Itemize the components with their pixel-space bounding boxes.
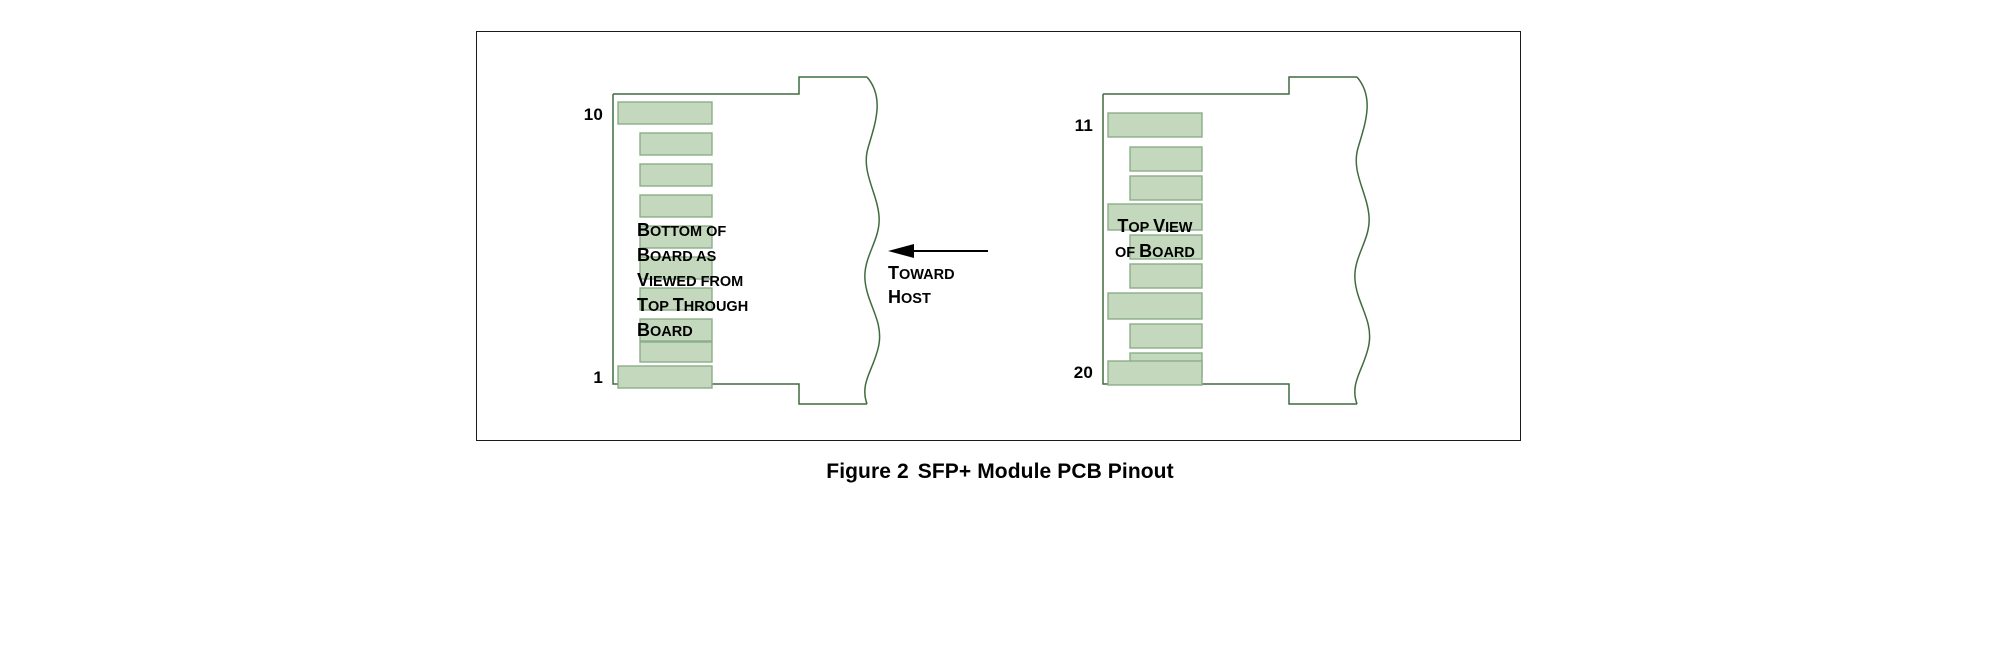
pad-17[interactable] [1107, 292, 1203, 320]
note-line-3: VIEWED FROM [637, 270, 744, 291]
pad-18[interactable] [1129, 323, 1203, 349]
board-note-top-view: TOP VIEW OF BOARD [1115, 214, 1195, 264]
pad-9[interactable] [639, 132, 713, 156]
pad-4[interactable] [639, 287, 713, 311]
pad-16[interactable] [1129, 263, 1203, 289]
pad-14[interactable] [1107, 203, 1203, 231]
figure-frame: 10 1 BOTTOM OF BOARD AS VIEWED FROM TOP … [476, 31, 1521, 441]
pad-1[interactable] [617, 365, 713, 389]
note-line-2: BOARD AS [637, 245, 717, 266]
pad-group [617, 101, 713, 389]
pad-13[interactable] [1129, 175, 1203, 201]
pcb-board-outline-right [1102, 76, 1371, 405]
note-line-4: TOP THROUGH [637, 295, 749, 316]
board-break-line [864, 76, 881, 405]
pin-label-top-right: 11 [1074, 116, 1093, 135]
note-line-5: BOARD [637, 320, 693, 341]
pad-20[interactable] [1107, 360, 1203, 386]
toward-host-line-1: TOWARD [888, 263, 955, 283]
pad-3[interactable] [639, 318, 713, 342]
board-edge-top [613, 76, 867, 95]
pcb-board-outline-left [612, 76, 881, 405]
note-line-2: OF BOARD [1115, 241, 1195, 262]
pad-10[interactable] [617, 101, 713, 125]
board-edge-bottom [612, 94, 867, 405]
pad-12[interactable] [1129, 146, 1203, 172]
figure-caption-number: Figure 2 [826, 460, 909, 483]
board-note-bottom-view: BOTTOM OF BOARD AS VIEWED FROM TOP THROU… [637, 218, 748, 343]
pad-5[interactable] [639, 256, 713, 280]
pad-8[interactable] [639, 163, 713, 187]
pin-label-bottom-left: 1 [593, 368, 603, 387]
pad-11[interactable] [1107, 112, 1203, 138]
toward-host-label: TOWARD HOST [888, 262, 1008, 310]
toward-host-line-2: HOST [888, 286, 931, 307]
pin-label-bottom-right: 20 [1073, 363, 1093, 382]
pad-15[interactable] [1129, 234, 1203, 260]
pad-group [1107, 112, 1203, 386]
toward-host-annotation: TOWARD HOST [888, 244, 1008, 310]
toward-host-arrow-icon [888, 244, 988, 258]
pcb-panel-bottom-view: 10 1 BOTTOM OF BOARD AS VIEWED FROM TOP … [477, 32, 897, 440]
note-line-1: BOTTOM OF [637, 220, 727, 240]
pad-6[interactable] [639, 225, 713, 249]
pcb-panel-top-view: 11 20 TOP VIEW OF BOARD [967, 32, 1387, 440]
pin-label-top-left: 10 [583, 105, 603, 124]
figure-caption-title: SFP+ Module PCB Pinout [917, 460, 1174, 483]
board-edge-bottom [1102, 94, 1357, 405]
note-line-1: TOP VIEW [1117, 216, 1193, 236]
board-edge-top [1103, 76, 1357, 95]
board-break-line [1354, 76, 1371, 405]
pad-7[interactable] [639, 194, 713, 218]
figure-caption: Figure 2 SFP+ Module PCB Pinout [0, 460, 2000, 484]
pad-2[interactable] [639, 341, 713, 363]
